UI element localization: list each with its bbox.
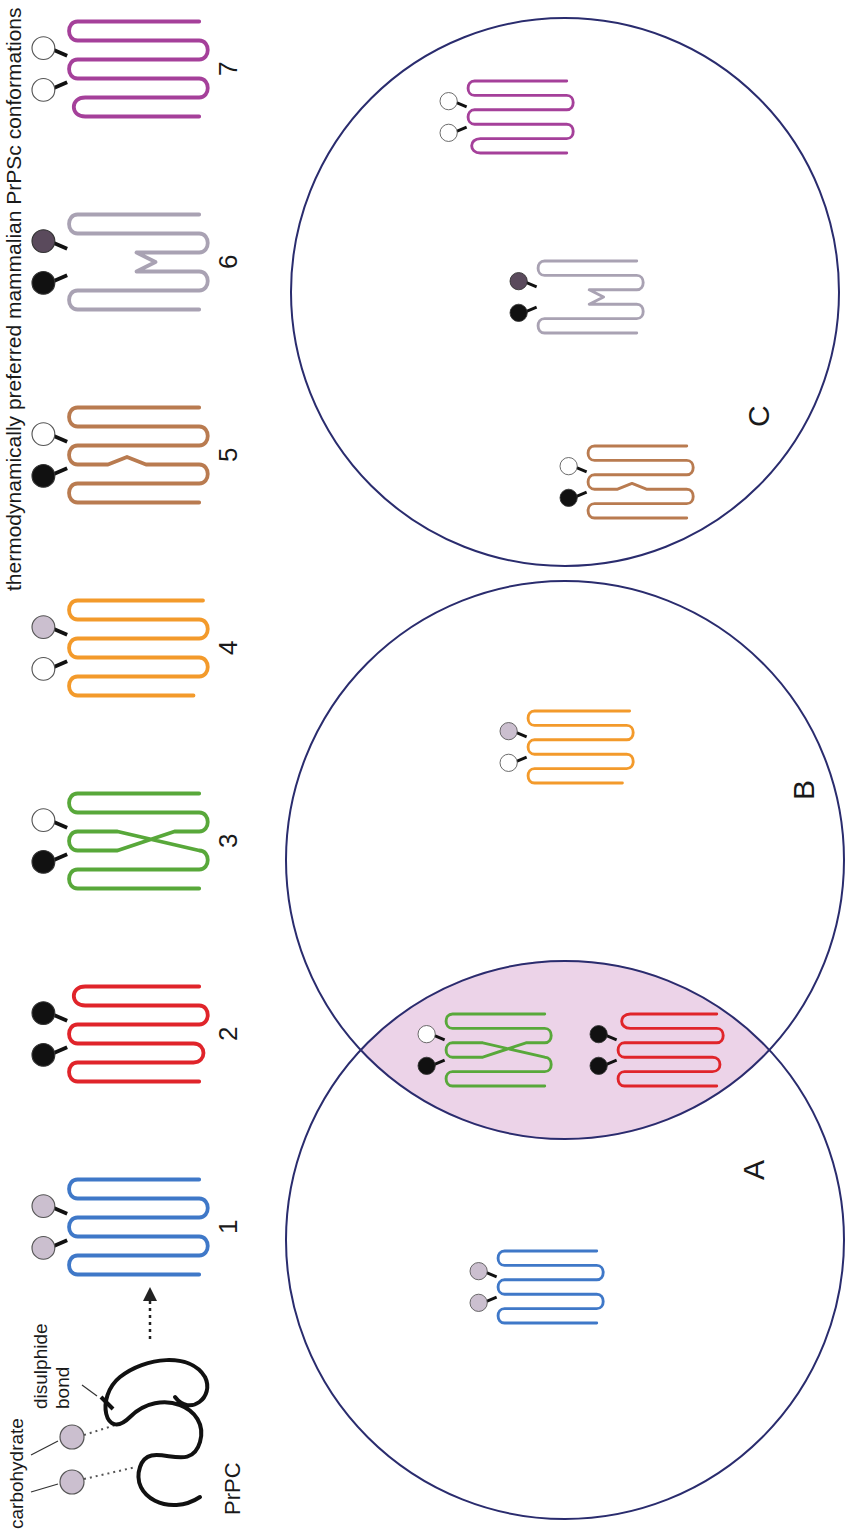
- part-label: carbohydrate: [6, 1418, 28, 1529]
- callout-number: 3: [214, 834, 244, 848]
- group-letter: B: [787, 780, 822, 800]
- protein-label-holder: PrPC: [220, 1462, 245, 1515]
- grouped-conformations: [418, 81, 723, 1323]
- callout-number: 2: [214, 1027, 244, 1041]
- callout-number: 4: [214, 641, 244, 655]
- circle-outline: [290, 17, 840, 567]
- callout-number-holder: 1: [214, 1220, 244, 1234]
- callout-number: 7: [214, 62, 244, 76]
- callout-number-holder: 6: [214, 255, 244, 269]
- callout-number-holder: 4: [214, 641, 244, 655]
- circle-outline: [285, 960, 845, 1520]
- protein-label: PrPC: [220, 1462, 245, 1515]
- dotted-arrow: [143, 1287, 157, 1339]
- part-label: disulphide bond: [30, 1309, 74, 1409]
- callout-number: 1: [214, 1220, 244, 1234]
- group-letter-holder: B: [787, 780, 822, 800]
- group-letter: C: [742, 405, 777, 427]
- conformation-row: [32, 22, 208, 1275]
- callout-number: 5: [214, 448, 244, 462]
- group-circle: B: [285, 580, 845, 1140]
- group-circle: A: [285, 960, 845, 1520]
- group-letter-holder: C: [742, 405, 777, 427]
- callout-number-holder: 2: [214, 1027, 244, 1041]
- callout-number-holder: 7: [214, 62, 244, 76]
- group-letter-holder: A: [737, 1160, 772, 1180]
- group-letter: A: [737, 1160, 772, 1180]
- part-label-holder: disulphide bond: [30, 1309, 74, 1409]
- callout-number-holder: 5: [214, 448, 244, 462]
- figure-title-holder: thermodynamically preferred mammalian Pr…: [2, 7, 26, 591]
- group-circle: C: [290, 17, 840, 567]
- overlap-region: [285, 580, 845, 1140]
- figure-title: thermodynamically preferred mammalian Pr…: [2, 7, 26, 591]
- circle-outline: [285, 580, 845, 1140]
- part-label-holder: carbohydrate: [6, 1418, 28, 1529]
- callout-number-holder: 3: [214, 834, 244, 848]
- callout-number: 6: [214, 255, 244, 269]
